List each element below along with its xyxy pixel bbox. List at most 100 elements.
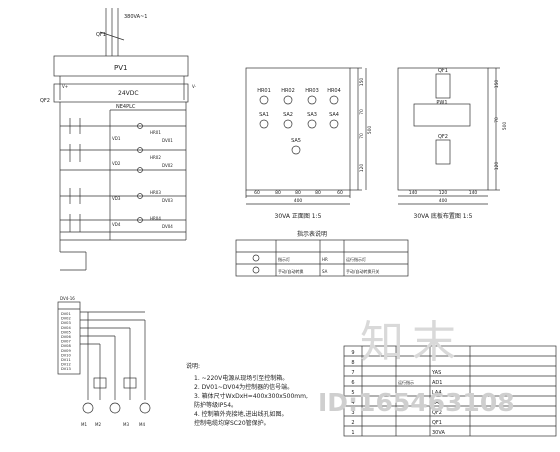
bom-code: QF2 <box>432 410 442 416</box>
bom-number: 3 <box>351 410 354 416</box>
bom-code: 30VA <box>432 430 445 436</box>
terminal-label: DV13 <box>61 367 71 371</box>
legend-table <box>235 239 409 277</box>
inner-right-dim: 70 <box>494 117 500 123</box>
terminal-label: DV05 <box>61 330 71 334</box>
terminal-label: DV03 <box>61 321 71 325</box>
bom-number: 1 <box>351 430 354 436</box>
bom-number: 2 <box>351 420 354 426</box>
channel-coil-label: HR02 <box>150 155 161 160</box>
supply-breaker-label: QF1 <box>96 32 106 38</box>
legend-name: 手动/自动转换 <box>278 268 303 274</box>
notes-heading: 说明: <box>186 362 200 370</box>
notes-item: 防护等级IP54。 <box>194 401 237 409</box>
terminal-header: DV4-16 <box>60 296 75 301</box>
front-panel-box <box>245 67 351 191</box>
inner-middle-label: PW1 <box>436 100 447 106</box>
front-switch-label: SA4 <box>329 112 339 118</box>
bom-code: AD1 <box>432 380 442 386</box>
inner-bottom-dim: 140 <box>409 190 418 196</box>
front-right-dim: 120 <box>359 164 365 173</box>
pv1-dc-label: 24VDC <box>118 90 139 97</box>
notes-item: 3. 箱体尺寸WxDxH=400x300x500mm, <box>194 392 308 400</box>
inner-top-label: QF1 <box>438 68 448 74</box>
notes-item: 4. 控制箱外壳接地,进出线孔如图。 <box>194 410 288 418</box>
front-total-width: 400 <box>294 198 303 204</box>
watermark-id: ID:165463108 <box>318 388 515 417</box>
channel-lamp-label: DV04 <box>162 224 173 229</box>
terminal-label: DV10 <box>61 353 71 357</box>
inner-panel-box <box>397 67 489 191</box>
front-lamp-label: HR03 <box>305 88 319 94</box>
channel-lamp-label: DV01 <box>162 138 173 143</box>
bom-table <box>343 345 557 437</box>
front-button-label: SA5 <box>291 138 301 144</box>
front-total-height: 500 <box>367 126 373 135</box>
terminal-label: DV04 <box>61 326 71 330</box>
legend-code: HR <box>322 257 328 262</box>
terminal-label: DV02 <box>61 317 71 321</box>
legend-name: 指示灯 <box>278 256 290 262</box>
inner-right-dim: 150 <box>494 80 500 89</box>
channel-relay-label: VD3 <box>112 196 121 201</box>
inner-bottom-label: QF2 <box>438 134 448 140</box>
front-panel-caption: 30VA 正面图 1:5 <box>275 213 322 220</box>
front-bottom-dim: 80 <box>295 190 301 196</box>
pv1-label: PV1 <box>114 64 127 72</box>
terminal-label: DV08 <box>61 344 71 348</box>
inner-bottom-dim: 120 <box>439 190 448 196</box>
inner-total-height: 500 <box>502 122 508 131</box>
load-label: M4 <box>139 422 145 427</box>
terminal-label: DV11 <box>61 358 71 362</box>
terminal-label: DV07 <box>61 340 71 344</box>
channel-lamp-label: DV03 <box>162 198 173 203</box>
inner-panel-caption: 30VA 底板布置图 1:5 <box>414 212 473 220</box>
front-switch-label: SA2 <box>283 112 293 118</box>
legend-code: SA <box>322 269 328 274</box>
terminal-strip <box>57 301 81 375</box>
legend-note: 运行指示灯 <box>346 256 366 262</box>
front-right-dim: 150 <box>359 78 365 87</box>
inner-bottom-dim: 140 <box>469 190 478 196</box>
legend-note: 手动/自动转换开关 <box>346 268 379 274</box>
channel-coil-label: HR01 <box>150 130 161 135</box>
bom-code: SA1 <box>432 400 442 406</box>
qf2-label: QF2 <box>40 98 50 104</box>
bom-number: 4 <box>351 400 354 406</box>
front-right-dim: 70 <box>359 133 365 139</box>
bom-number: 9 <box>351 350 354 356</box>
channel-coil-label: HR03 <box>150 190 161 195</box>
channel-coil-label: HR04 <box>150 216 161 221</box>
inner-right-dim: 120 <box>494 162 500 171</box>
legend-title: 指示表说明 <box>297 230 327 238</box>
pv1-right-terminal: V- <box>192 84 197 89</box>
watermark-logo: 知末 <box>360 317 464 368</box>
channel-relay-label: VD1 <box>112 136 121 141</box>
front-bottom-dim: 80 <box>315 190 321 196</box>
bom-code: QF1 <box>432 420 442 426</box>
load-label: M1 <box>81 422 87 427</box>
front-switch-label: SA1 <box>259 112 269 118</box>
inner-total-width: 400 <box>439 198 448 204</box>
notes-item: 2. DV01~DV04为控制器的信号端。 <box>194 383 293 391</box>
pv1-box <box>53 55 189 77</box>
plc-label: NE4PLC <box>116 104 136 110</box>
notes-item: 控制电缆均穿SC20管保护。 <box>194 419 270 427</box>
front-lamp-label: HR04 <box>327 88 341 94</box>
front-right-dim: 70 <box>359 109 365 115</box>
front-bottom-dim: 60 <box>254 190 260 196</box>
terminal-label: DV09 <box>61 349 71 353</box>
front-bottom-dim: 80 <box>275 190 281 196</box>
notes-item: 1. ~220V电源从现场引至控制箱。 <box>194 374 288 382</box>
load-label: M2 <box>95 422 101 427</box>
bom-number: 8 <box>351 360 354 366</box>
terminal-label: DV01 <box>61 312 71 316</box>
bom-code: YAS <box>431 370 441 376</box>
channel-relay-label: VD2 <box>112 161 121 166</box>
pv1-left-terminal: V+ <box>62 84 68 89</box>
bom-code: LA4 <box>432 390 442 396</box>
channel-relay-label: VD4 <box>112 222 121 227</box>
bom-number: 7 <box>351 370 354 376</box>
